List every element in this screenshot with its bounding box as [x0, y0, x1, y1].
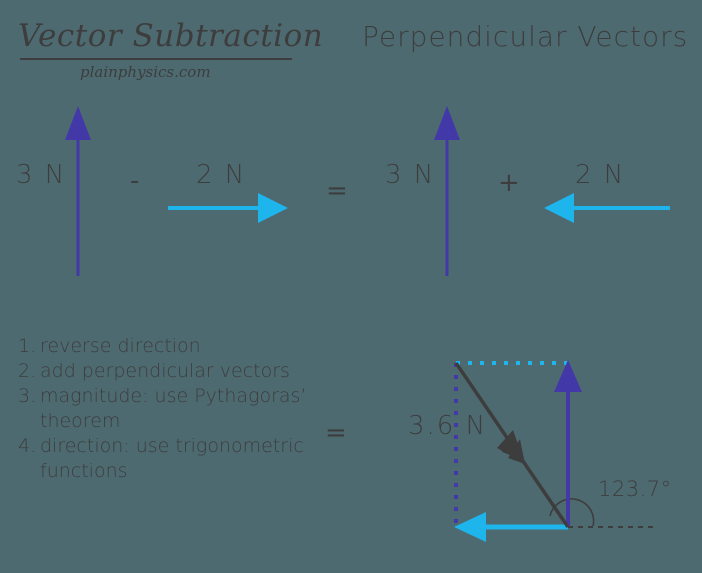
left-vertical-magnitude-label: 3 N: [16, 160, 67, 190]
result-magnitude-label: 3.6 N: [408, 411, 488, 441]
step-number: 3.: [18, 385, 37, 408]
right-horizontal-magnitude-label: 2 N: [575, 160, 626, 190]
right-vertical-magnitude-label: 3 N: [385, 160, 436, 190]
step-number: 4.: [18, 435, 37, 458]
right-arrow-icon: [168, 193, 288, 223]
result-angle-label: 123.7°: [598, 477, 672, 501]
list-item: 1. reverse direction: [18, 334, 318, 359]
list-item: 2. add perpendicular vectors: [18, 359, 318, 384]
step-text: magnitude: use Pythagoras’ theorem: [40, 385, 307, 433]
left-horizontal-magnitude-label: 2 N: [196, 160, 247, 190]
page-title-right: Perpendicular Vectors: [362, 20, 689, 53]
list-item: 4. direction: use trigonometric function…: [18, 434, 318, 484]
step-text: direction: use trigonometric functions: [40, 435, 304, 483]
page-title-left: Vector Subtraction: [18, 18, 324, 54]
step-text: add perpendicular vectors: [40, 360, 290, 383]
left-equals-sign: =: [326, 176, 348, 206]
right-operator-plus: +: [498, 168, 520, 198]
title-underline: [20, 58, 292, 60]
up-arrow-icon: [554, 360, 582, 527]
resultant-vector-diagram: [454, 360, 654, 542]
list-item: 3. magnitude: use Pythagoras’ theorem: [18, 384, 318, 434]
step-number: 1.: [18, 335, 37, 357]
result-equals-sign: =: [325, 418, 347, 448]
up-arrow-icon: [65, 106, 91, 276]
step-number: 2.: [18, 360, 37, 383]
left-arrow-icon: [454, 512, 568, 542]
up-arrow-icon: [434, 106, 460, 276]
site-credit: plainphysics.com: [80, 63, 211, 81]
step-text: reverse direction: [40, 335, 201, 357]
steps-list: 1. reverse direction 2. add perpendicula…: [18, 334, 318, 484]
left-operator-minus: -: [130, 166, 140, 196]
left-arrow-icon: [544, 193, 670, 223]
resultant-arrow-icon: [454, 362, 570, 528]
